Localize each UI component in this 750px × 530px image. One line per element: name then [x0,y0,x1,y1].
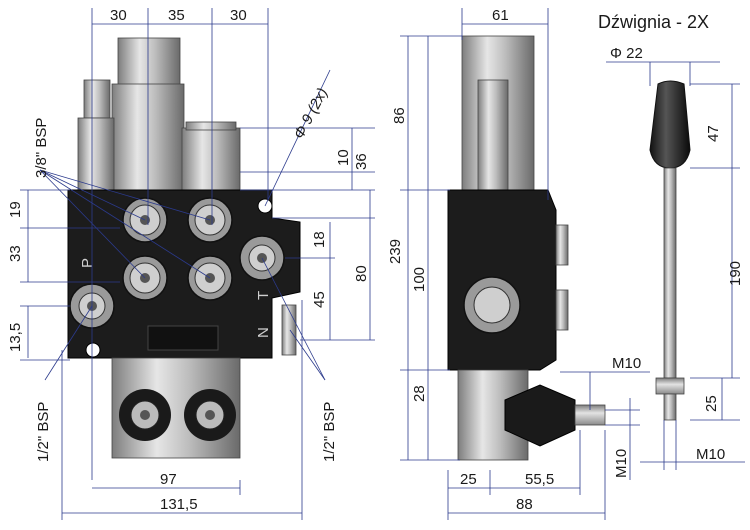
side-dimension-lines [400,8,650,520]
side-lever-boot [504,384,576,447]
lever-title: Dźwignia - 2X [598,12,709,32]
dim-port-3-8: 3/8" BSP [33,118,50,178]
side-port-inner [473,286,511,324]
dim-side-86: 86 [391,107,408,124]
dim-v45: 45 [311,291,328,308]
dim-m10-b: M10 [613,449,630,478]
dim-v10: 10 [335,149,352,166]
dim-side-55-5: 55,5 [525,471,554,488]
dim-lever-25: 25 [703,395,720,412]
lever-rod [663,167,677,379]
dim-front-top-2: 35 [168,7,185,24]
dim-m10-a: M10 [612,355,641,372]
dim-diameter-holes: Φ 9 (2x) [291,85,332,142]
mounting-hole-bottom [85,342,101,358]
dim-lever-47: 47 [705,125,722,142]
label-p: P [79,258,96,268]
side-relief-valve [477,79,509,191]
front-spool-cap-left [117,37,181,89]
label-t: T [255,291,272,300]
lever-view: Dźwignia - 2X Φ 22 47 190 25 M10 [598,12,745,470]
dim-lever-190: 190 [727,261,744,286]
dim-v13-5: 13,5 [7,323,24,352]
dim-v33: 33 [7,245,24,262]
dim-port-1-2-left: 1/2" BSP [35,402,52,462]
front-spool-housing-right [181,127,241,193]
dim-front-top-1: 30 [110,7,127,24]
label-n: N [255,327,272,338]
side-port-nub-bottom [555,289,569,331]
dim-side-28: 28 [411,385,428,402]
brand-plate [147,325,219,351]
dim-w131-5: 131,5 [160,496,198,513]
dim-v18: 18 [311,231,328,248]
lever-thread [663,393,677,421]
dim-w97: 97 [160,471,177,488]
dim-m10-c: M10 [696,446,725,463]
relief-valve-body [77,117,115,191]
front-lever-boot-left [119,389,171,441]
dim-v36: 36 [353,153,370,170]
lever-knob [649,80,691,169]
dim-side-239: 239 [387,239,404,264]
lever-diameter: Φ 22 [610,45,643,62]
lever-nut [655,377,685,395]
side-port-nub-top [555,224,569,266]
front-spool-cap-right [185,121,237,131]
n-port-side [281,304,297,356]
front-lever-boot-right [184,389,236,441]
dim-port-1-2-right: 1/2" BSP [321,402,338,462]
dim-v19: 19 [7,201,24,218]
dim-side-61: 61 [492,7,509,24]
dim-side-100: 100 [411,267,428,292]
dim-v80: 80 [353,265,370,282]
front-dimension-lines [20,8,375,520]
dim-side-25: 25 [460,471,477,488]
relief-valve-nut [83,79,111,119]
side-view: 61 86 239 100 28 25 55,5 88 M10 M10 [387,7,650,520]
dim-side-88: 88 [516,496,533,513]
dim-front-top-3: 30 [230,7,247,24]
front-view: P T N [7,7,375,520]
lever-dimension-lines [606,61,745,470]
